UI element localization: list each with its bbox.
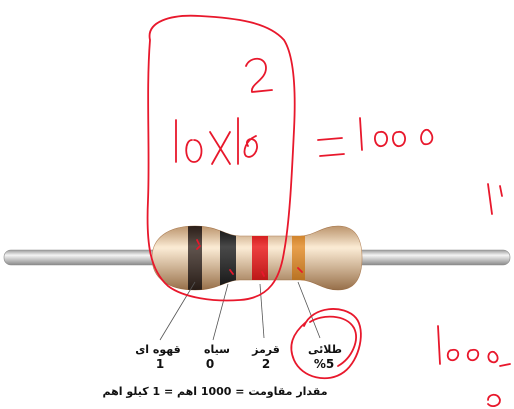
band-value-3: 2 — [262, 357, 270, 371]
band-value-4: %5 — [314, 357, 334, 371]
band-value-1: 1 — [156, 357, 164, 371]
handwritten-ten — [176, 120, 202, 162]
handwritten-thousand — [360, 118, 432, 150]
band-label-4: طلائی — [308, 343, 342, 356]
handwritten-ten-squared — [238, 59, 272, 164]
handwritten-equals — [318, 138, 344, 156]
band-label-2: سیاه — [204, 343, 230, 356]
band-label-1: قهوه ای — [135, 343, 181, 356]
band-label-3: قرمز — [252, 343, 280, 356]
handwritten-times — [210, 132, 230, 164]
resistance-formula: مقدار مقاومت = 1000 اهم = 1 کیلو اهم — [102, 385, 327, 398]
handwritten-thousand-partial — [438, 326, 510, 366]
handwritten-one-partial — [488, 184, 502, 214]
band-value-2: 0 — [206, 357, 214, 371]
band-leader-lines — [160, 282, 320, 340]
